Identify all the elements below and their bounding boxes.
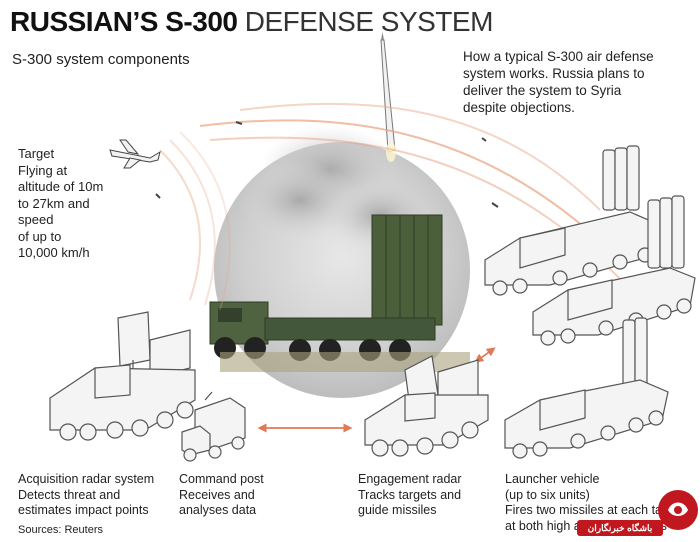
engagement-radar-vehicle <box>364 355 489 457</box>
page-title: RUSSIAN’S S-300 DEFENSE SYSTEM <box>10 6 493 37</box>
s300-launcher-truck-photo <box>209 214 470 372</box>
flight-path-marks <box>155 121 499 208</box>
intro-text: How a typical S-300 air defense system w… <box>463 49 654 115</box>
signal-arcs <box>159 102 641 311</box>
subtitle: S-300 system components <box>12 51 190 68</box>
watermark-logo <box>658 490 698 530</box>
caption-command-post: Command post Receives and analyses data <box>179 472 264 517</box>
launcher-vehicle-top <box>484 145 661 296</box>
source-credit: Sources: Reuters <box>18 524 103 536</box>
target-aircraft-icon <box>109 139 161 169</box>
launcher-vehicle-bottom <box>504 317 669 459</box>
caption-acquisition-radar: Acquisition radar system Detects threat … <box>18 472 155 517</box>
caption-engagement-radar: Engagement radar Tracks targets and guid… <box>358 472 462 517</box>
watermark-text: باشگاه خبرنگاران <box>577 520 663 536</box>
target-description: Target Flying at altitude of 10m to 27km… <box>18 146 104 260</box>
command-post-vehicle <box>181 391 246 462</box>
acquisition-radar-vehicle <box>49 311 196 441</box>
launcher-vehicle-middle <box>532 195 696 346</box>
